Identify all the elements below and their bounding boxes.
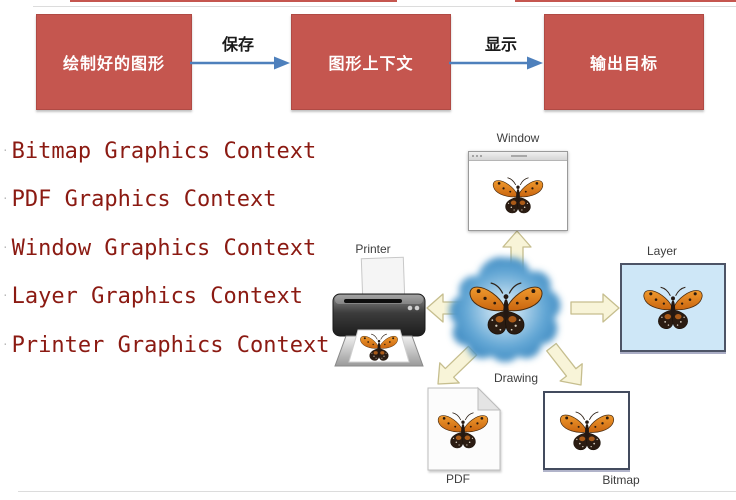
butterfly-bitmap-icon bbox=[557, 409, 617, 452]
drawing-cloud bbox=[449, 257, 561, 362]
bottom-divider bbox=[18, 491, 736, 492]
pdf-destination bbox=[427, 386, 502, 471]
drawing-label: Drawing bbox=[493, 371, 538, 385]
flow-box-drawn-graphics: 绘制好的图形 bbox=[36, 14, 192, 110]
window-title-text bbox=[511, 155, 527, 157]
flow-box-output-target: 输出目标 bbox=[544, 14, 704, 110]
window-minimize-icon bbox=[476, 155, 478, 157]
list-item-window-context: ·Window Graphics Context bbox=[2, 236, 316, 261]
window-zoom-icon bbox=[480, 155, 482, 157]
bitmap-destination bbox=[543, 391, 630, 470]
window-close-icon bbox=[472, 155, 474, 157]
list-item-pdf-context: ·PDF Graphics Context bbox=[2, 187, 277, 212]
top-divider bbox=[33, 6, 736, 7]
window-destination bbox=[468, 151, 568, 231]
bitmap-label: Bitmap bbox=[602, 473, 640, 487]
layer-label: Layer bbox=[646, 244, 678, 258]
display-arrow-icon bbox=[449, 56, 543, 70]
window-label: Window bbox=[496, 131, 540, 145]
bullet-icon: · bbox=[2, 338, 9, 351]
list-item-text: Bitmap Graphics Context bbox=[11, 139, 317, 164]
bullet-icon: · bbox=[2, 144, 9, 157]
butterfly-layer-icon bbox=[640, 284, 706, 331]
flow-box-label: 绘制好的图形 bbox=[62, 56, 165, 73]
save-arrow-icon bbox=[190, 56, 290, 70]
top-crop-red-line-right bbox=[515, 0, 736, 2]
layer-destination bbox=[620, 263, 726, 352]
window-titlebar bbox=[469, 152, 567, 161]
list-item-text: PDF Graphics Context bbox=[11, 187, 277, 212]
butterfly-window-icon bbox=[490, 175, 546, 215]
flow-box-graphics-context: 图形上下文 bbox=[291, 14, 451, 110]
list-item-layer-context: ·Layer Graphics Context bbox=[2, 284, 303, 309]
flow-arrow-label-display: 显示 bbox=[484, 37, 517, 54]
list-item-text: Layer Graphics Context bbox=[11, 284, 304, 309]
printer-label: Printer bbox=[355, 242, 391, 256]
printer-destination bbox=[332, 256, 426, 367]
drawing-destinations-diagram: Window Printer bbox=[330, 128, 736, 492]
bullet-icon: · bbox=[2, 289, 9, 302]
flow-box-label: 图形上下文 bbox=[328, 56, 414, 73]
pdf-label: PDF bbox=[446, 472, 470, 486]
list-item-bitmap-context: ·Bitmap Graphics Context bbox=[2, 139, 316, 164]
window-content bbox=[469, 161, 567, 229]
flow-box-label: 输出目标 bbox=[589, 56, 658, 73]
top-crop-red-line-left bbox=[70, 0, 397, 2]
bullet-icon: · bbox=[2, 241, 9, 254]
list-item-printer-context: ·Printer Graphics Context bbox=[2, 333, 330, 358]
arrow-right-to-layer-icon bbox=[570, 293, 620, 323]
list-item-text: Printer Graphics Context bbox=[11, 333, 330, 358]
flow-arrow-label-save: 保存 bbox=[221, 37, 254, 54]
bullet-icon: · bbox=[2, 192, 9, 205]
list-item-text: Window Graphics Context bbox=[11, 236, 317, 261]
